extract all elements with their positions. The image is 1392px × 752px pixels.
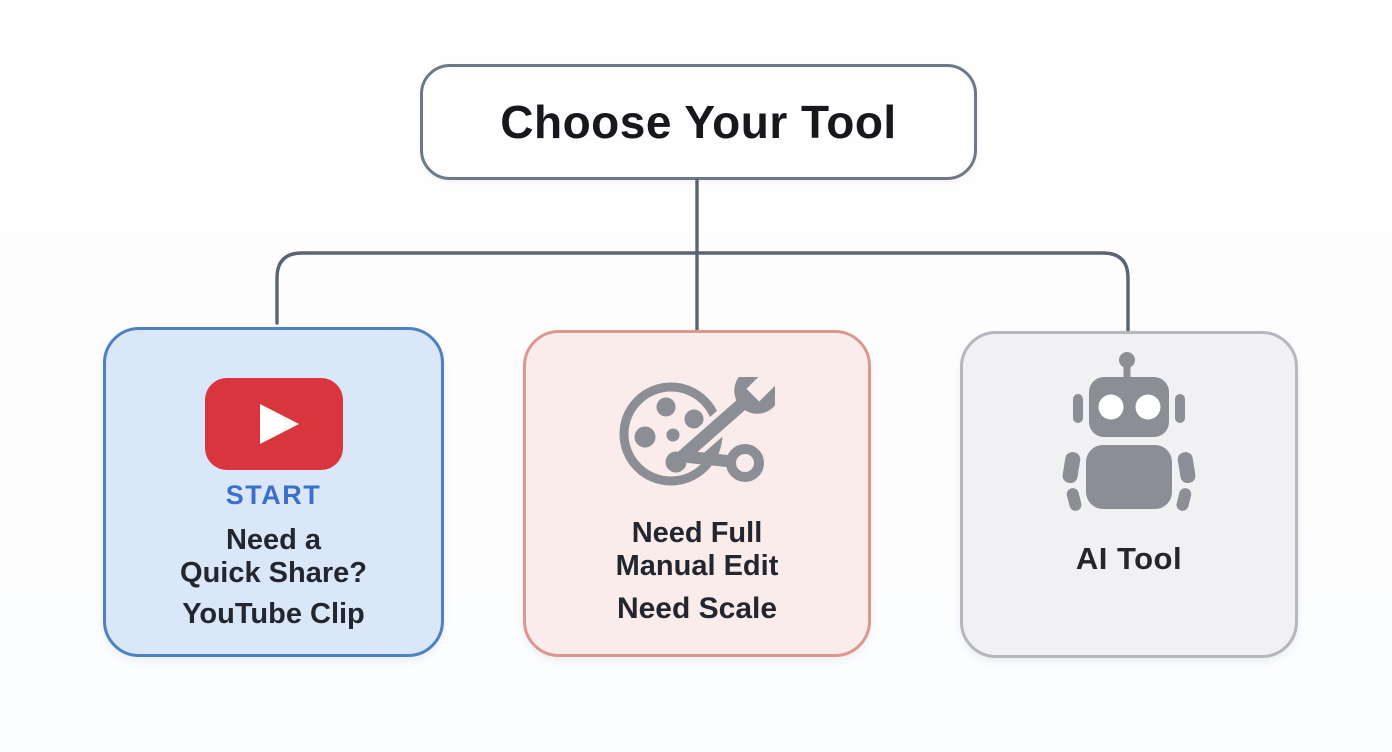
manual-card-label: Need Full Manual Edit [616,517,779,583]
root-node-label: Choose Your Tool [500,96,897,148]
youtube-card-question-line2: Quick Share? [180,557,367,589]
manual-card-label-line1: Need Full [631,517,763,549]
root-node-choose-your-tool: Choose Your Tool [420,64,977,180]
youtube-play-icon [204,378,343,470]
youtube-card-title: YouTube Clip [182,598,365,630]
start-badge: START [225,480,322,510]
node-ai-tool: AI Tool [960,331,1298,658]
youtube-card-question: Need a Quick Share? [180,524,367,590]
connector-bracket [275,251,1130,334]
node-manual-edit: Need Full Manual Edit Need Scale [523,330,871,657]
node-youtube-clip: START Need a Quick Share? YouTube Clip [103,327,444,657]
youtube-card-question-line1: Need a [225,524,322,556]
manual-card-label-line2: Manual Edit [615,550,779,582]
manual-card-sublabel: Need Scale [616,592,778,625]
robot-icon [1062,352,1196,511]
film-wrench-icon [619,377,775,487]
ai-card-label: AI Tool [1075,541,1183,576]
